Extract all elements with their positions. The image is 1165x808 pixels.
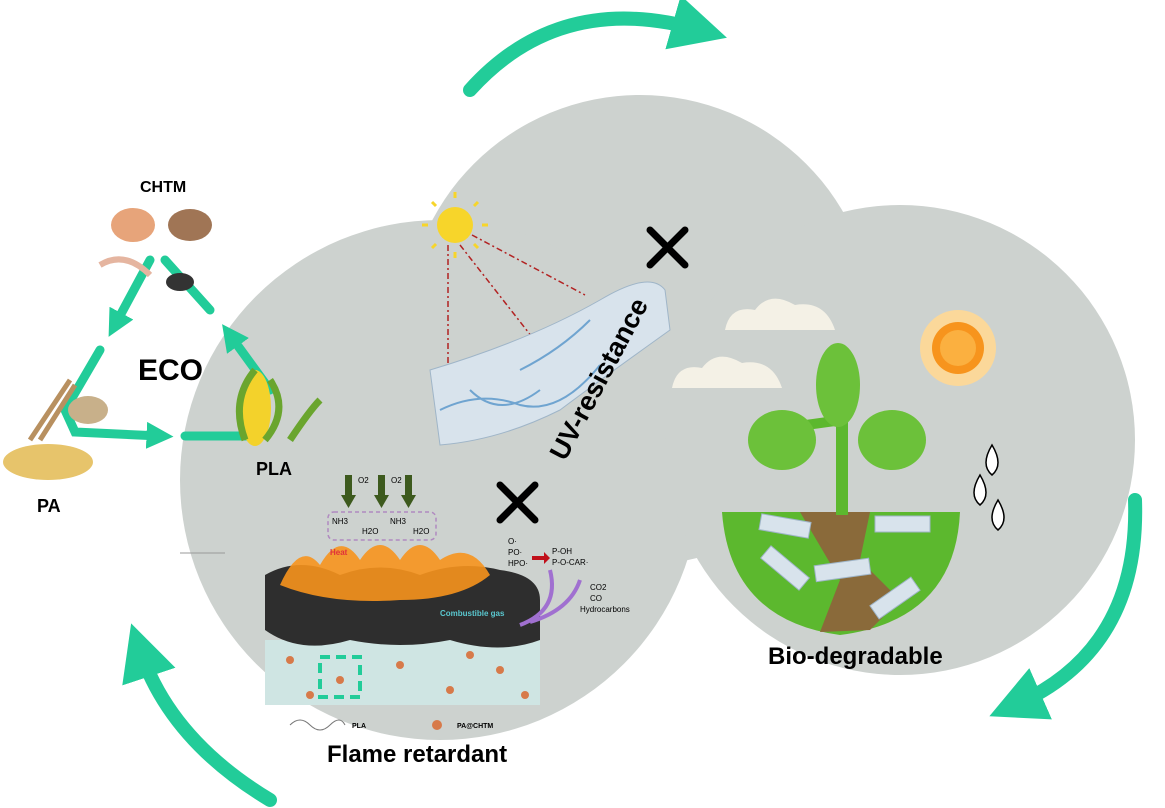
gas-label: CO	[590, 594, 602, 603]
cloud-icon	[672, 298, 835, 388]
plus-sign-icon	[646, 226, 689, 269]
radical-label: HPO·	[508, 559, 528, 568]
product-label: P-O-CAR·	[552, 558, 588, 567]
cycle-arrows	[122, 0, 1143, 807]
eco-label: ECO	[138, 354, 203, 387]
gas-label: CO2	[590, 583, 607, 592]
legend-pla: PLA	[352, 723, 366, 730]
pa-label: PA	[37, 496, 61, 516]
grain-soybean-icon	[3, 378, 108, 480]
nh3-label: NH3	[390, 517, 407, 526]
combustible-gas-label: Combustible gas	[440, 609, 505, 618]
biodegradable-panel: Bio-degradable	[672, 298, 1005, 670]
leaf-icon	[858, 410, 926, 470]
radical-label: O·	[508, 537, 517, 546]
leaf-icon	[816, 343, 860, 427]
plus-sign-icon	[496, 481, 539, 524]
eco-cycle: CHTM ECO PA PLA	[3, 179, 323, 516]
h2o-label: H2O	[413, 527, 429, 536]
leaf-icon	[748, 410, 816, 470]
corn-icon	[235, 367, 323, 446]
radical-label: PO·	[508, 548, 522, 557]
pla-label: PLA	[256, 459, 292, 479]
water-drops-icon	[973, 443, 1005, 531]
legend-pa-chtm: PA@CHTM	[457, 723, 493, 730]
o2-label: O2	[391, 476, 402, 485]
chtm-label: CHTM	[140, 179, 186, 196]
product-label: P-OH	[552, 547, 572, 556]
polymer-film	[429, 281, 671, 446]
flame-retardant-panel: O2 O2 NH3 H2O NH3 H2O Heat Combustible g…	[180, 475, 630, 768]
sun-icon	[920, 310, 996, 386]
arrow-left	[122, 623, 277, 807]
h2o-label: H2O	[362, 527, 378, 536]
sun-icon	[422, 192, 488, 258]
flame-retardant-label: Flame retardant	[327, 741, 507, 768]
heat-label: Heat	[330, 548, 348, 557]
arrow-top	[463, 0, 727, 97]
o2-label: O2	[358, 476, 369, 485]
biodegradable-label: Bio-degradable	[768, 643, 943, 670]
nh3-label: NH3	[332, 517, 349, 526]
arrow-right	[989, 493, 1143, 720]
gas-label: Hydrocarbons	[580, 605, 630, 614]
seafood-shells-icon	[98, 208, 212, 291]
